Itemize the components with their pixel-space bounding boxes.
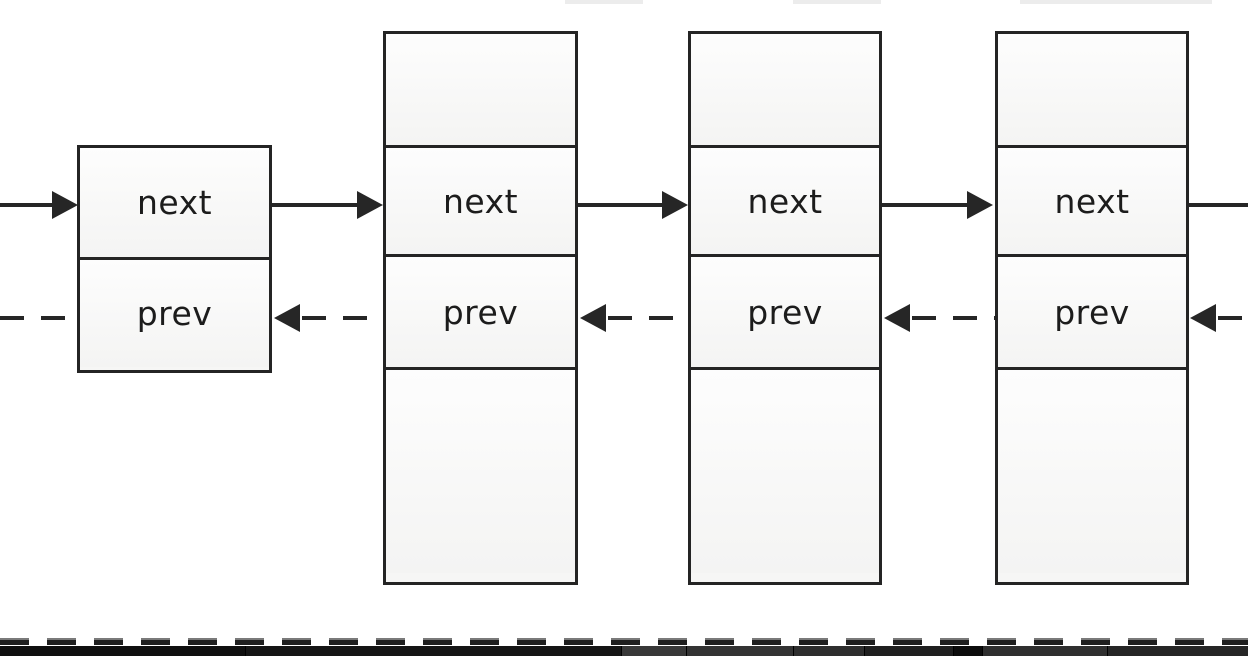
- next-arrowhead-icon: [357, 191, 383, 219]
- next-label: next: [747, 181, 823, 221]
- list-node-1: next prev: [77, 145, 272, 373]
- top-edge-artifact: [793, 0, 881, 4]
- prev-arrowhead-icon: [1190, 304, 1216, 332]
- next-pointer-cell: next: [386, 145, 575, 254]
- bottom-dark-bar: [0, 646, 1248, 656]
- prev-pointer-cell: prev: [386, 254, 575, 367]
- next-arrow-line-offscreen: [1188, 203, 1248, 207]
- prev-arrowhead-icon: [580, 304, 606, 332]
- next-arrow-line: [578, 203, 665, 207]
- data-cell-top: [386, 34, 575, 145]
- next-pointer-cell: next: [998, 145, 1186, 254]
- prev-arrowhead-icon: [274, 304, 300, 332]
- next-label: next: [136, 183, 213, 222]
- prev-arrow-line: [1218, 316, 1248, 320]
- prev-label: prev: [442, 292, 519, 332]
- prev-arrow-line: [608, 316, 688, 320]
- prev-label: prev: [747, 292, 823, 332]
- bottom-bar-segment: [1107, 646, 1248, 656]
- next-label: next: [442, 181, 519, 221]
- next-arrow-line: [882, 203, 970, 207]
- prev-pointer-cell: prev: [998, 254, 1186, 367]
- next-arrow-line: [0, 203, 54, 207]
- bottom-bar-segment: [982, 646, 1107, 656]
- prev-arrow-line: [912, 316, 995, 320]
- next-arrow-line: [272, 203, 360, 207]
- top-edge-artifact: [565, 0, 643, 4]
- data-cell-top: [691, 34, 879, 145]
- prev-arrow-line: [302, 316, 383, 320]
- bottom-dashed-edge-highlight: [0, 638, 1248, 640]
- bottom-dashed-edge: [0, 640, 1248, 645]
- list-node-3: next prev: [688, 31, 882, 585]
- next-arrowhead-icon: [52, 191, 78, 219]
- prev-label: prev: [1054, 292, 1130, 332]
- prev-label: prev: [136, 294, 213, 333]
- bottom-bar-segment: [0, 646, 245, 656]
- bottom-bar-segment: [621, 646, 686, 656]
- bottom-bar-segment: [864, 646, 953, 656]
- bottom-bar-segment: [245, 646, 621, 656]
- next-label: next: [1054, 181, 1130, 221]
- data-cell-bottom: [998, 367, 1186, 573]
- data-cell-top: [998, 34, 1186, 145]
- next-arrowhead-icon: [662, 191, 688, 219]
- data-cell-bottom: [691, 367, 879, 573]
- bottom-bar-segment: [686, 646, 793, 656]
- bottom-bar-segment: [953, 646, 982, 656]
- prev-arrowhead-icon: [884, 304, 910, 332]
- next-pointer-cell: next: [691, 145, 879, 254]
- next-arrowhead-icon: [967, 191, 993, 219]
- prev-pointer-cell: prev: [691, 254, 879, 367]
- list-node-2: next prev: [383, 31, 578, 585]
- data-cell-bottom: [386, 367, 575, 573]
- prev-pointer-cell: prev: [80, 257, 269, 367]
- top-edge-artifact: [1020, 0, 1212, 4]
- list-node-4: next prev: [995, 31, 1189, 585]
- bottom-bar-segment: [793, 646, 864, 656]
- prev-arrow-line-offscreen: [0, 316, 75, 320]
- next-pointer-cell: next: [80, 148, 269, 257]
